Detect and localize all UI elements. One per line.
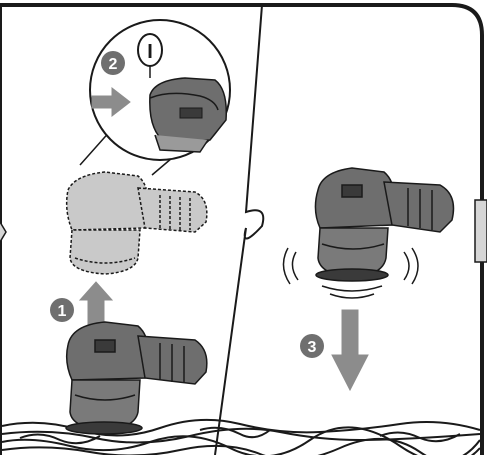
vibration-waves-icon <box>282 247 419 299</box>
power-switch-icon: I <box>137 33 163 78</box>
left-edge-tab <box>0 221 7 243</box>
sander-ghost-lifted <box>65 171 208 275</box>
step-3-number: 3 <box>308 339 317 356</box>
power-switch-symbol: I <box>147 41 153 63</box>
arrow-right-icon <box>91 86 131 118</box>
step-1-badge: 1 <box>50 298 74 322</box>
zoom-callout: I 2 <box>79 19 231 176</box>
tool-closeup <box>149 77 228 153</box>
arrow-down-icon <box>331 309 369 392</box>
step-2-number: 2 <box>109 56 118 73</box>
sander-right-panel <box>314 167 455 282</box>
step-2-badge: 2 <box>101 51 125 75</box>
sander-on-surface <box>65 321 208 435</box>
right-edge-tab <box>474 199 487 263</box>
step-3-badge: 3 <box>300 334 324 358</box>
diagram-frame <box>0 3 484 455</box>
step-1-number: 1 <box>58 303 67 320</box>
panel-divider <box>214 4 265 456</box>
